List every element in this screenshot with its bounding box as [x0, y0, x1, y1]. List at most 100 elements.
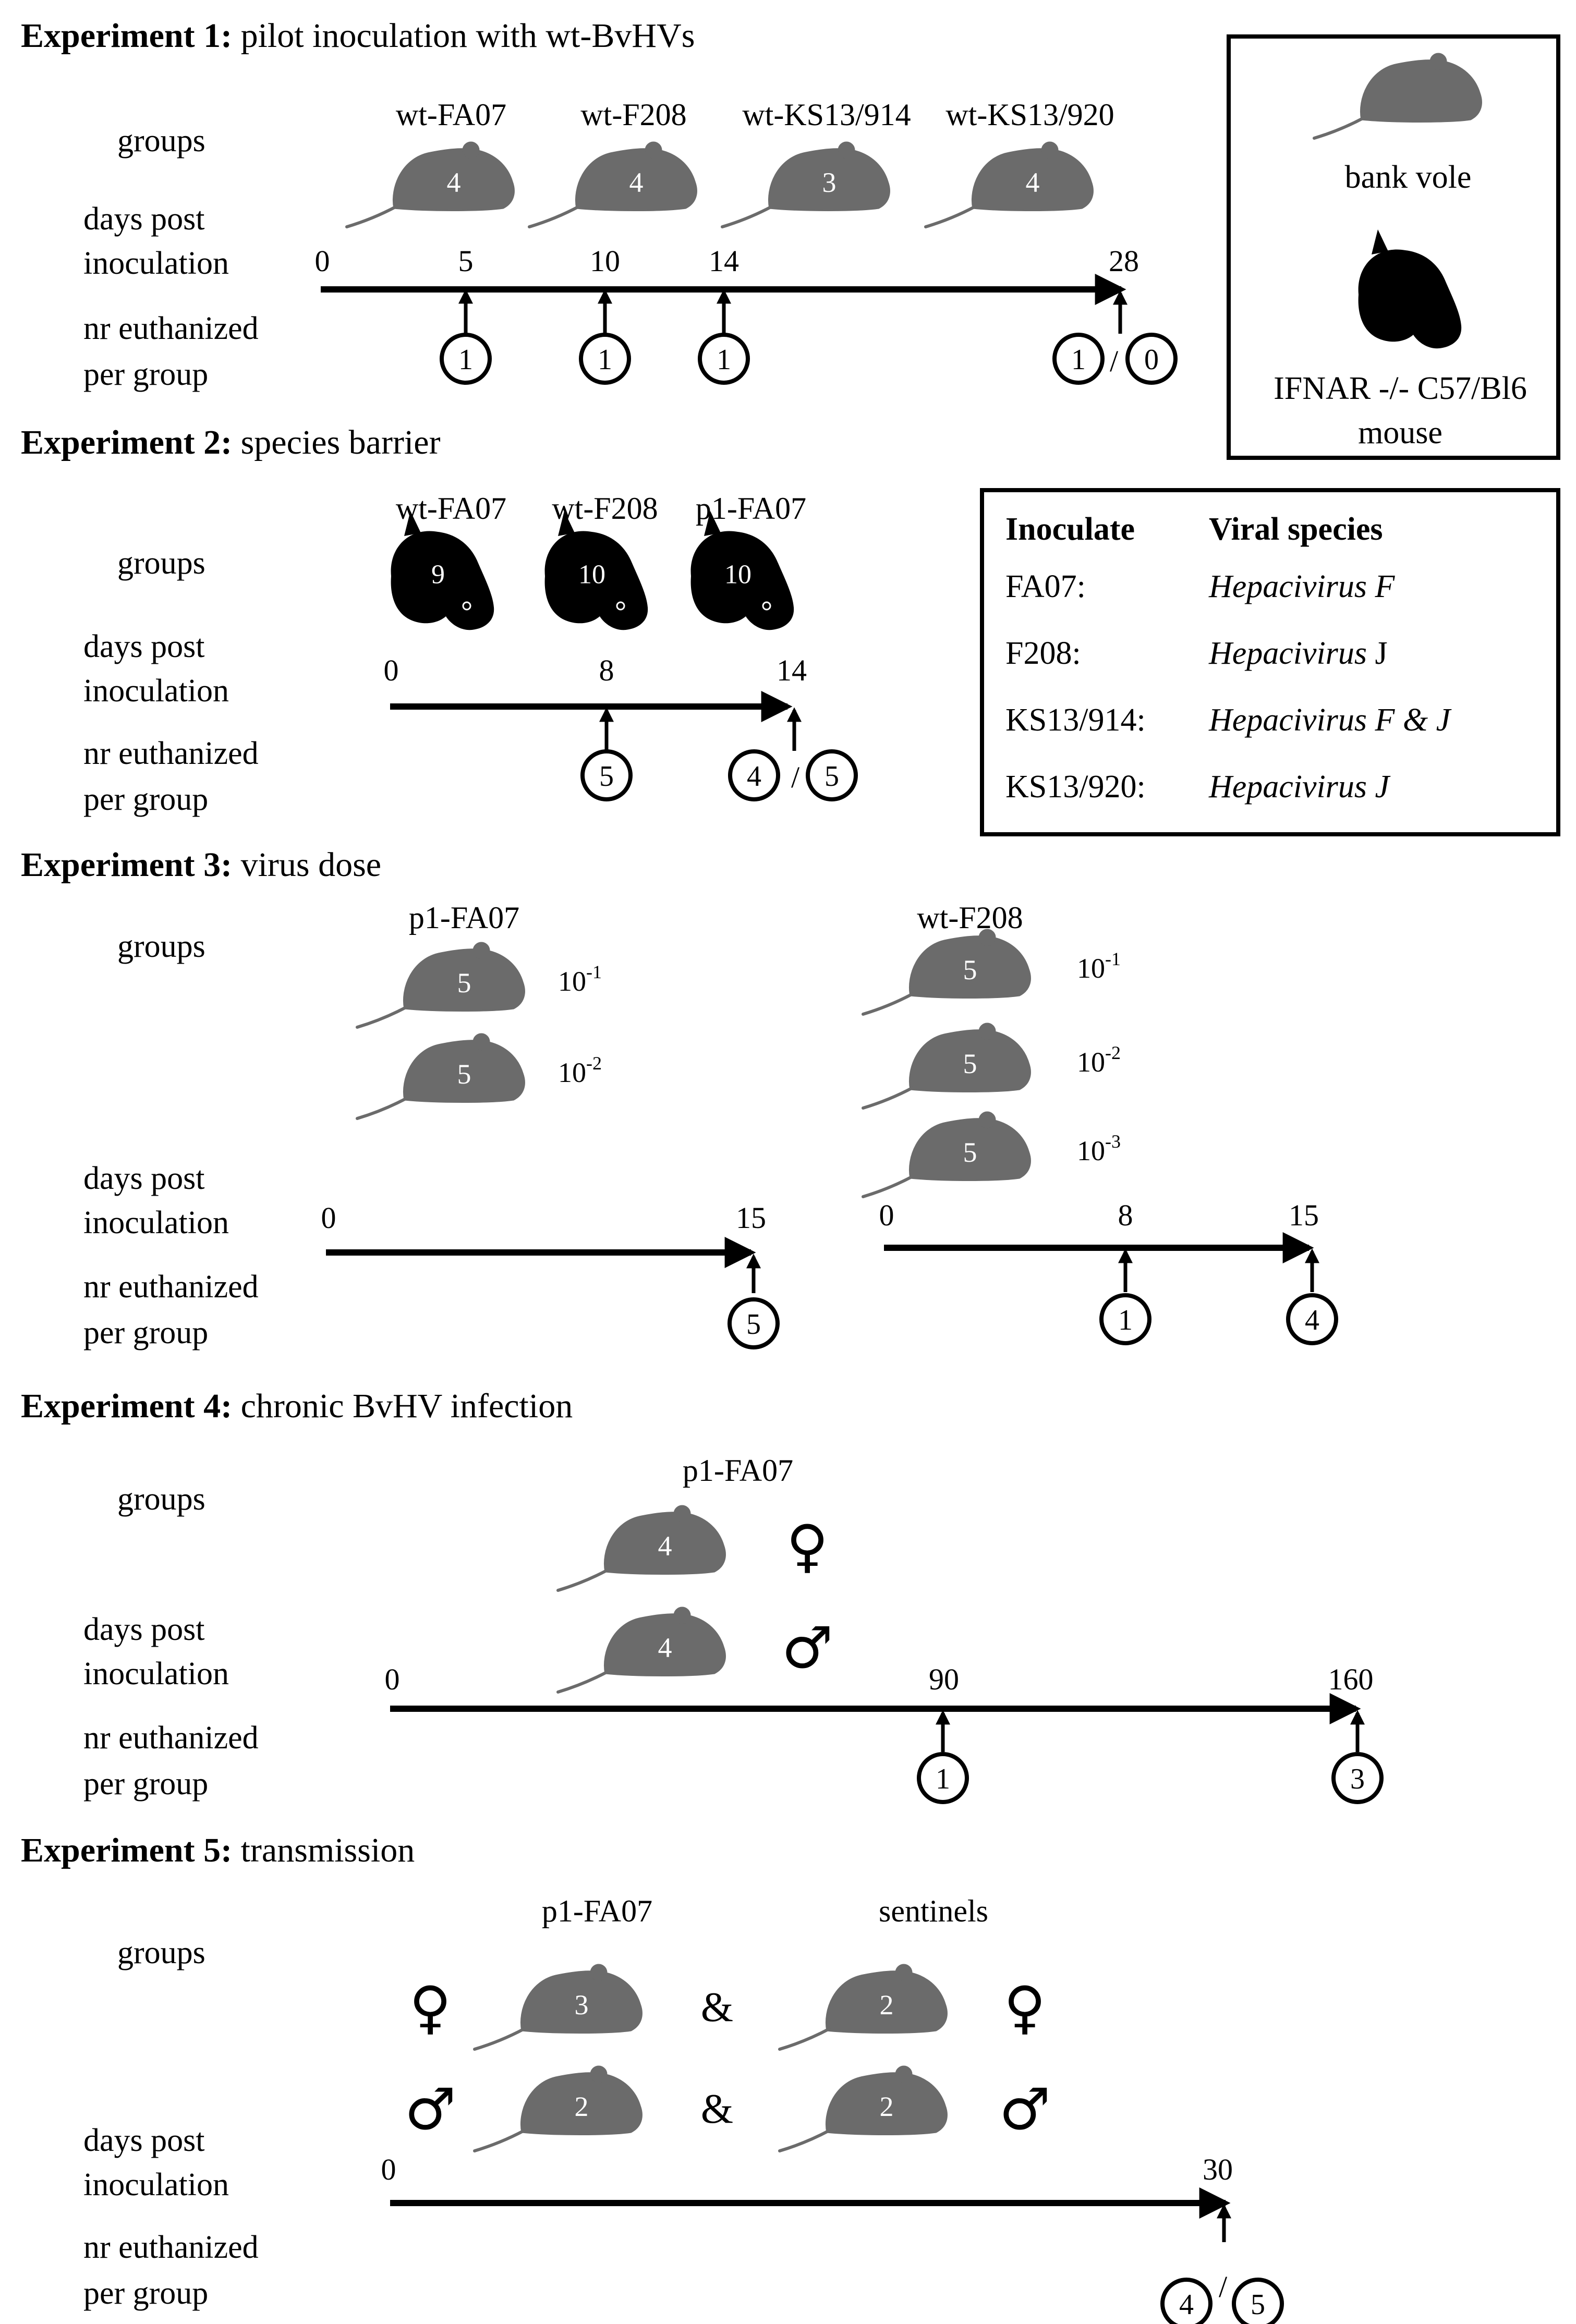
group-size-label: 10	[578, 560, 605, 590]
euthanized-count: 1	[1099, 1293, 1151, 1345]
timeline-day-label: 0	[385, 1662, 400, 1696]
bank-vole-icon	[1314, 53, 1482, 138]
bank-vole-icon: 3	[475, 1964, 642, 2049]
female-icon: ♀	[1004, 1974, 1046, 2041]
group-size-label: 2	[880, 1989, 894, 2021]
experiment-heading: Experiment 3: virus dose	[21, 846, 381, 884]
legend-label-mouse: IFNAR -/- C57/Bl6	[1274, 371, 1527, 406]
timeline-day-label: 0	[381, 2152, 396, 2186]
ifnar-mouse-icon	[1358, 229, 1462, 349]
group-size-label: 3	[822, 167, 837, 198]
group-label: p1-FA07	[542, 1894, 652, 1928]
row-label-euthanized: nr euthanized	[83, 1720, 259, 1756]
group-size-label: 10	[724, 560, 751, 590]
group-size-label: 2	[575, 2091, 589, 2122]
ifnar-mouse-icon: 9	[391, 511, 494, 630]
timeline-day-label: 30	[1203, 2152, 1233, 2186]
male-icon: ♂	[405, 2076, 456, 2143]
count-separator: /	[1110, 344, 1119, 378]
row-label-euthanized: nr euthanized	[83, 311, 259, 346]
euthanized-count-value: 1	[717, 344, 731, 376]
group-label: wt-F208	[917, 901, 1023, 935]
table-cell-species: Hepacivirus J	[1208, 769, 1391, 805]
table-cell-inoculate: F208:	[1005, 636, 1081, 671]
euthanized-count-value: 1	[1118, 1304, 1133, 1336]
row-label-days: inoculation	[83, 673, 229, 709]
row-label-days: inoculation	[83, 1656, 229, 1692]
group-label: p1-FA07	[683, 1453, 793, 1488]
euthanized-count: 1	[698, 333, 750, 385]
bank-vole-icon: 3	[722, 142, 890, 227]
timeline-day-label: 8	[1118, 1198, 1133, 1232]
row-label-euthanized: per group	[83, 357, 208, 392]
group-size-label: 5	[457, 967, 471, 999]
dose-label: 10-3	[1077, 1131, 1121, 1166]
ampersand-label: &	[701, 1985, 733, 2030]
dose-label: 10-1	[1077, 948, 1121, 984]
row-label-groups: groups	[117, 123, 205, 159]
euthanized-count-value: 5	[599, 760, 614, 793]
legend-label-mouse: mouse	[1358, 415, 1442, 451]
ampersand-label: &	[701, 2086, 733, 2132]
group-size-label: 3	[575, 1989, 589, 2021]
timeline-day-label: 0	[315, 244, 330, 278]
row-label-days: days post	[83, 629, 205, 664]
group-label: p1-FA07	[409, 901, 519, 935]
female-icon: ♀	[409, 1974, 452, 2041]
group-label: wt-FA07	[396, 98, 506, 132]
row-label-groups: groups	[117, 929, 205, 964]
euthanized-count: 4	[1160, 2278, 1213, 2324]
timeline-day-label: 0	[321, 1201, 336, 1235]
group-label: wt-KS13/914	[742, 98, 911, 132]
timeline-day-label: 14	[777, 653, 807, 687]
group-size-label: 5	[963, 954, 977, 985]
group-size-label: 9	[431, 560, 445, 590]
euthanized-count: 1	[1052, 333, 1105, 385]
table-cell-inoculate: KS13/920:	[1005, 769, 1146, 805]
timeline-day-label: 5	[458, 244, 474, 278]
euthanized-count: 5	[1232, 2278, 1284, 2324]
mouse-eye-icon	[762, 601, 771, 611]
group-size-label: 4	[1026, 167, 1040, 198]
dose-label: 10-1	[558, 962, 602, 997]
euthanized-count-value: 1	[598, 344, 612, 376]
row-label-days: inoculation	[83, 2167, 229, 2203]
bank-vole-icon: 4	[558, 1607, 725, 1692]
row-label-euthanized: nr euthanized	[83, 2230, 259, 2265]
bank-vole-icon: 5	[863, 929, 1031, 1014]
euthanized-count-value: 5	[825, 760, 839, 793]
count-separator: /	[1219, 2270, 1228, 2304]
timeline-day-label: 10	[590, 244, 620, 278]
legend-label-bank-vole: bank vole	[1345, 160, 1472, 195]
dose-label: 10-2	[558, 1053, 602, 1088]
row-label-euthanized: nr euthanized	[83, 1269, 259, 1305]
euthanized-count: 5	[728, 1297, 780, 1349]
table-header-species: Viral species	[1209, 512, 1383, 547]
experiment-heading: Experiment 4: chronic BvHV infection	[21, 1387, 573, 1425]
table-cell-species: Hepacivirus F & J	[1208, 702, 1452, 738]
bank-vole-icon: 2	[780, 2066, 947, 2151]
bank-vole-icon: 5	[357, 942, 525, 1027]
euthanized-count: 3	[1331, 1752, 1384, 1804]
bank-vole-icon: 4	[347, 142, 514, 227]
mouse-eye-icon	[616, 601, 625, 611]
group-label: wt-F208	[552, 491, 658, 526]
row-label-days: days post	[83, 1612, 205, 1647]
euthanized-count: 5	[580, 749, 633, 801]
group-size-label: 5	[457, 1058, 471, 1090]
bank-vole-icon: 2	[780, 1964, 947, 2049]
euthanized-count: 4	[1286, 1293, 1338, 1345]
timeline-day-label: 14	[709, 244, 739, 278]
experiment-heading: Experiment 2: species barrier	[21, 423, 441, 461]
timeline-day-label: 90	[929, 1662, 959, 1696]
bank-vole-icon: 5	[863, 1112, 1031, 1197]
experiment-heading: Experiment 5: transmission	[21, 1831, 415, 1869]
ifnar-mouse-icon: 10	[544, 511, 648, 630]
row-label-euthanized: per group	[83, 1766, 208, 1802]
group-size-label: 5	[963, 1048, 977, 1079]
euthanized-count: 1	[440, 333, 492, 385]
mouse-eye-icon	[462, 601, 471, 611]
bank-vole-icon: 4	[558, 1505, 725, 1590]
